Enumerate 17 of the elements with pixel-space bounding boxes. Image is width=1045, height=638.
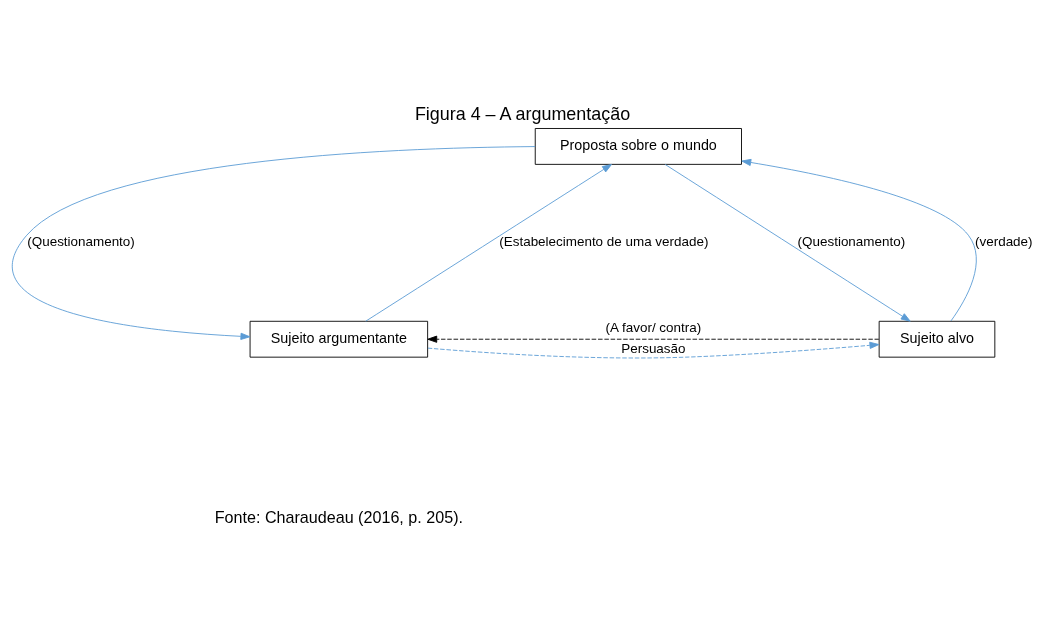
edge-label: (Questionamento)	[27, 233, 135, 249]
arrow	[427, 335, 880, 343]
arrow	[664, 163, 911, 322]
edge-label: (Estabelecimento de uma verdade)	[499, 233, 709, 249]
arrow	[427, 341, 880, 358]
diagram-title: Figura 4 – A argumentação	[414, 103, 631, 124]
arrow	[741, 158, 977, 321]
edge-label: (verdade)	[975, 233, 1033, 249]
arrow	[11, 145, 536, 340]
edge-label: (A favor/ contra)	[605, 319, 702, 335]
node-box: Sujeito alvo	[878, 320, 996, 358]
node-box: Proposta sobre o mundo	[534, 127, 742, 165]
edge-label: (Questionamento)	[797, 233, 906, 249]
caption: Fonte: Charaudeau (2016, p. 205).	[214, 507, 464, 526]
edge-label: Persuasão	[621, 340, 686, 356]
node-box: Sujeito argumentante	[249, 320, 429, 358]
arrow	[365, 163, 612, 322]
